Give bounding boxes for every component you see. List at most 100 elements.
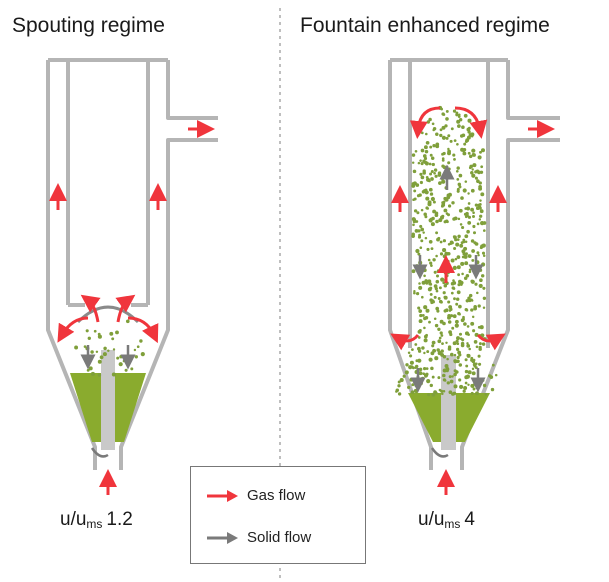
particle — [456, 255, 461, 259]
particle — [90, 350, 94, 354]
particle — [477, 325, 481, 329]
particle — [421, 280, 426, 285]
particle — [419, 246, 423, 250]
particle — [457, 217, 461, 221]
particle — [437, 173, 442, 177]
particle — [97, 334, 102, 339]
particle — [457, 283, 461, 287]
particle — [130, 367, 134, 371]
particle — [417, 252, 421, 256]
particle — [99, 355, 104, 360]
particle — [404, 370, 409, 375]
gas-flow-arrows-right — [390, 106, 555, 495]
particle — [423, 160, 428, 165]
particle — [466, 325, 470, 328]
particle — [466, 353, 471, 358]
particle — [423, 212, 427, 217]
legend-solid-row: Solid flow — [205, 529, 311, 546]
particle — [402, 374, 406, 378]
particle — [409, 377, 414, 382]
particle — [414, 149, 418, 153]
particle — [471, 367, 475, 371]
particle — [423, 274, 426, 278]
particle — [441, 112, 445, 116]
particle — [429, 153, 433, 157]
particle — [448, 330, 452, 334]
particle — [97, 359, 102, 364]
particle — [97, 373, 102, 377]
condition-right-value: 4 — [464, 509, 475, 530]
particle — [438, 388, 442, 392]
particle — [436, 269, 441, 273]
particle — [441, 176, 444, 179]
particle — [456, 166, 460, 170]
particle — [452, 279, 455, 282]
particle — [449, 240, 454, 245]
particle — [478, 218, 482, 221]
particle — [468, 293, 473, 298]
particle — [419, 313, 423, 318]
particle — [435, 289, 439, 293]
particle — [423, 145, 428, 150]
particle — [420, 376, 425, 381]
particle — [477, 155, 482, 160]
particle — [480, 274, 485, 278]
particle — [133, 348, 137, 352]
condition-left-value: 1.2 — [106, 509, 133, 530]
particle — [428, 162, 432, 166]
particle — [468, 154, 473, 159]
particle — [479, 170, 484, 174]
particle — [441, 125, 446, 130]
particle — [433, 284, 438, 288]
particle — [437, 339, 442, 344]
particle — [441, 179, 446, 184]
particle — [428, 357, 433, 362]
particle — [455, 297, 460, 301]
particle — [470, 358, 474, 362]
particle — [452, 153, 456, 157]
particle — [441, 201, 444, 204]
title-spouting-regime: Spouting regime — [12, 14, 165, 37]
particle — [470, 279, 475, 284]
particle — [467, 383, 470, 387]
particle — [481, 342, 486, 346]
particle — [490, 387, 495, 392]
particle — [467, 202, 471, 205]
particle — [445, 117, 449, 121]
particle — [409, 360, 414, 365]
particle — [447, 167, 451, 171]
particle — [443, 379, 447, 382]
particle — [430, 351, 435, 356]
particle — [461, 225, 465, 230]
particle — [476, 291, 479, 295]
particle — [456, 336, 460, 341]
particle — [449, 379, 454, 384]
particle — [430, 264, 433, 267]
particle — [441, 342, 444, 345]
particle — [443, 208, 448, 213]
particle — [424, 236, 428, 240]
particle — [429, 283, 433, 286]
particle — [443, 284, 448, 288]
solid-flow-arrow-icon — [207, 531, 238, 544]
particle — [463, 276, 468, 280]
particle — [423, 316, 427, 321]
particle — [448, 204, 452, 208]
particle — [425, 308, 430, 313]
particle — [432, 209, 437, 214]
particle — [90, 371, 95, 376]
particle — [452, 235, 456, 238]
particle — [399, 378, 404, 383]
particle — [463, 322, 467, 326]
particle — [459, 118, 463, 122]
particle — [454, 323, 459, 328]
particle — [470, 170, 474, 175]
particle — [470, 391, 474, 395]
particle — [430, 301, 434, 305]
particle — [479, 150, 482, 154]
particle — [447, 300, 451, 304]
particle — [438, 286, 442, 290]
particle — [437, 297, 441, 300]
particle — [457, 182, 462, 187]
particle — [471, 258, 475, 262]
